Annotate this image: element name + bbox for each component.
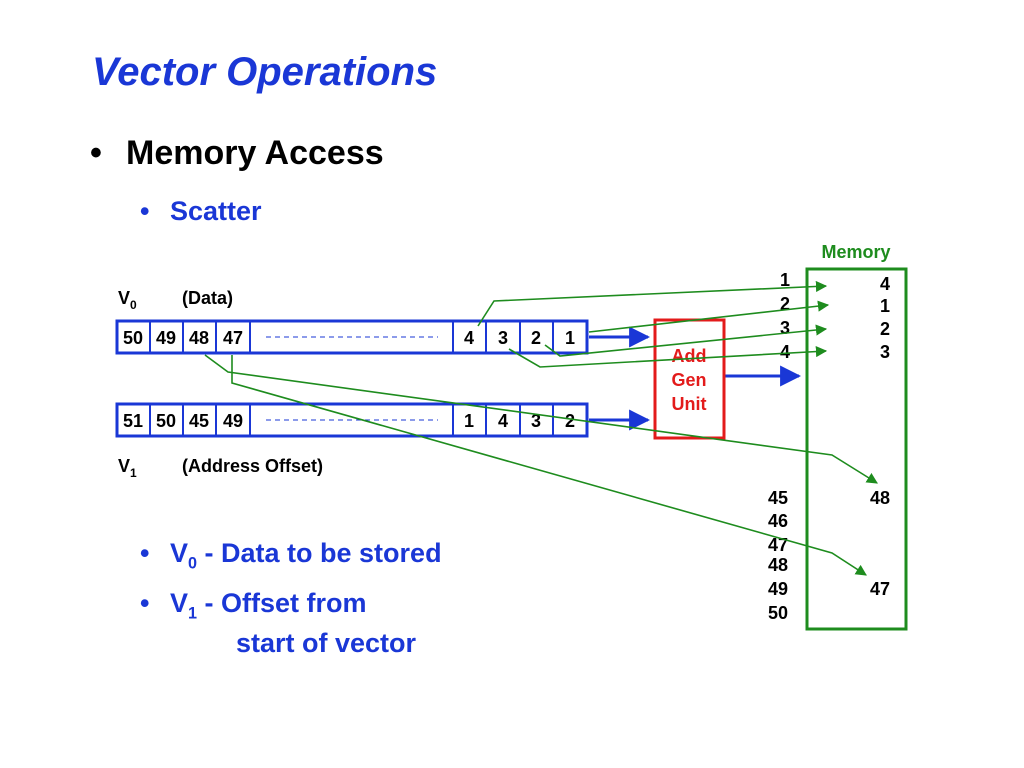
memory-address: 50 — [768, 603, 788, 623]
v1-letter: V — [170, 588, 189, 618]
memory-value: 1 — [880, 296, 890, 316]
add-gen-label: Gen — [671, 370, 706, 390]
v0-cell: 1 — [565, 328, 575, 348]
v0-letter: V — [170, 538, 189, 568]
v0-subscript: 0 — [188, 554, 198, 573]
v1-subscript: 1 — [188, 604, 198, 623]
v1-cell: 51 — [123, 411, 143, 431]
scatter-arrows — [204, 280, 878, 576]
v0-desc-text: - Data to be stored — [197, 538, 442, 568]
memory-value: 3 — [880, 342, 890, 362]
v1-cell: 50 — [156, 411, 176, 431]
memory-address: 46 — [768, 511, 788, 531]
scatter-arrow — [508, 345, 828, 368]
memory-address: 1 — [780, 270, 790, 290]
v0-cell: 2 — [531, 328, 541, 348]
v0-label-letter: V — [118, 288, 130, 308]
scatter-arrow — [231, 355, 867, 576]
v1-register: 51 50 45 49 1 4 3 2 — [115, 402, 589, 438]
v1-cell: 1 — [464, 411, 474, 431]
v1-cell: 49 — [223, 411, 243, 431]
v0-cell: 48 — [189, 328, 209, 348]
bullet-dot: • — [140, 588, 150, 618]
v1-caption: (Address Offset) — [182, 456, 323, 476]
memory-address: 3 — [780, 318, 790, 338]
bullet-memory-access-text: Memory Access — [126, 134, 384, 172]
bullet-scatter-text: Scatter — [170, 196, 262, 226]
bullet-v1-desc: • V1 - Offset from — [140, 588, 367, 623]
memory-top-addresses: 1 2 3 4 — [780, 270, 790, 362]
v0-cell: 49 — [156, 328, 176, 348]
v0-register: 50 49 48 47 4 3 2 1 — [115, 319, 589, 355]
memory-value: 2 — [880, 319, 890, 339]
bullet-memory-access: • Memory Access — [90, 134, 384, 173]
v1-desc-text-line2: start of vector — [236, 628, 417, 658]
v0-caption: (Data) — [182, 288, 233, 308]
memory-top-values: 4 1 2 3 — [880, 274, 890, 362]
v0-cell: 4 — [464, 328, 474, 348]
memory-address: 2 — [780, 294, 790, 314]
v0-cell: 47 — [223, 328, 243, 348]
scatter-arrow — [477, 280, 828, 327]
slide-title: Vector Operations — [92, 50, 438, 94]
bullet-dot: • — [140, 538, 150, 568]
add-gen-label: Unit — [672, 394, 707, 414]
v1-label-sub: 1 — [130, 466, 137, 480]
memory-address: 4 — [780, 342, 790, 362]
v0-cell: 3 — [498, 328, 508, 348]
memory-address: 49 — [768, 579, 788, 599]
memory-box — [805, 267, 908, 631]
v1-cell: 2 — [565, 411, 575, 431]
add-gen-unit: Add Gen Unit — [653, 318, 726, 440]
scatter-arrow — [204, 354, 878, 484]
scatter-arrow — [544, 324, 828, 357]
scatter-arrow — [588, 300, 830, 333]
memory-title: Memory — [821, 242, 890, 262]
bullet-dot: • — [140, 196, 150, 226]
memory-address: 47 — [768, 535, 788, 555]
v1-label: V1 — [118, 456, 137, 480]
add-gen-label: Add — [672, 346, 707, 366]
v1-cell: 3 — [531, 411, 541, 431]
bullet-v0-desc: • V0 - Data to be stored — [140, 538, 442, 573]
v0-cell: 50 — [123, 328, 143, 348]
memory-address: 45 — [768, 488, 788, 508]
v1-desc-text-line1: - Offset from — [197, 588, 367, 618]
bullet-dot: • — [90, 134, 102, 172]
v1-cell: 45 — [189, 411, 209, 431]
bullet-scatter: • Scatter — [140, 196, 262, 227]
memory-value: 47 — [870, 579, 890, 599]
v1-label-letter: V — [118, 456, 130, 476]
memory-value: 48 — [870, 488, 890, 508]
memory-address: 48 — [768, 555, 788, 575]
v1-cell: 4 — [498, 411, 508, 431]
memory-bottom-addresses: 45 46 47 48 49 50 — [768, 488, 788, 623]
memory-value: 4 — [880, 274, 890, 294]
v0-label-sub: 0 — [130, 298, 137, 312]
v0-label: V0 — [118, 288, 137, 312]
